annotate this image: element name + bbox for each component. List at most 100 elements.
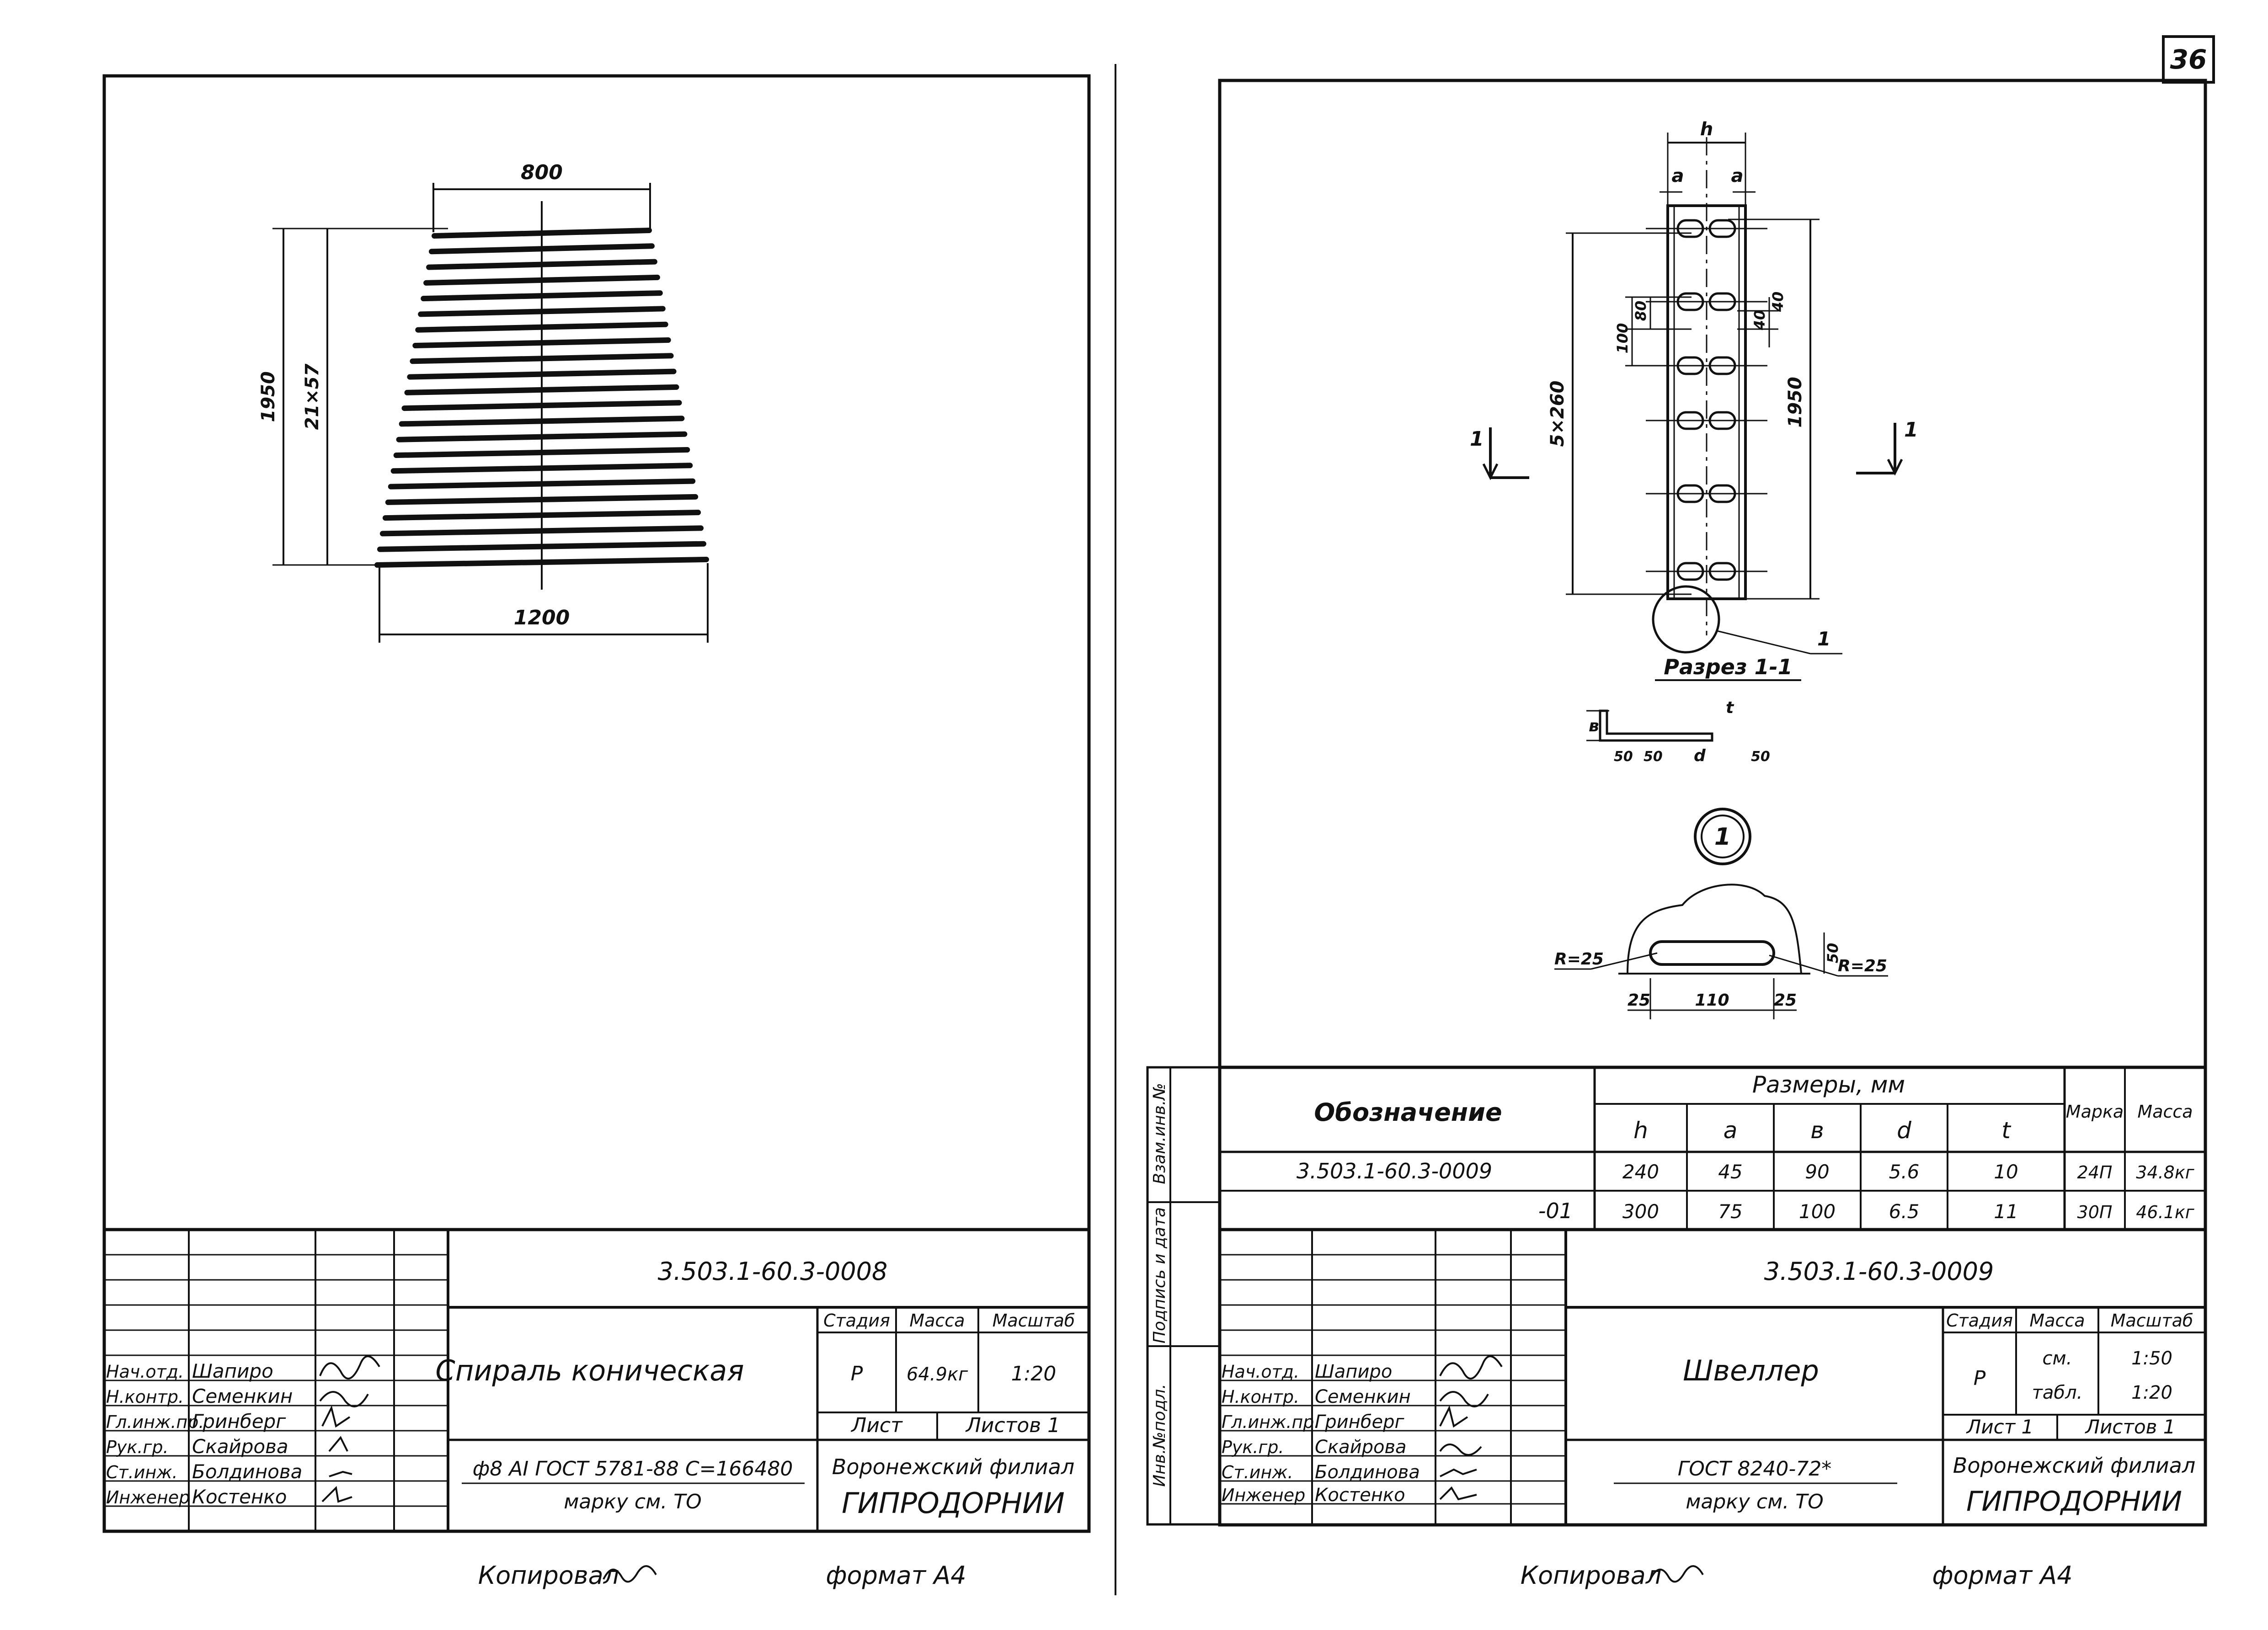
svg-text:Гринберг: Гринберг (1315, 1412, 1404, 1433)
left-header-mass: Масса (909, 1310, 965, 1331)
svg-text:Скайрова: Скайрова (192, 1435, 288, 1458)
section-dim-b: в (1589, 717, 1599, 735)
detail-callout-circle (1652, 585, 1720, 654)
detail-height: 50 (1824, 943, 1841, 964)
dim-total-1950: 1950 (1785, 377, 1806, 427)
section-title: Разрез 1-1 (1664, 655, 1792, 679)
right-designation: 3.503.1-60.3-0009 (1764, 1257, 1994, 1286)
spec-sub-h: h (1633, 1117, 1648, 1144)
left-names: Шапиро Семенкин Гринберг Скайрова Болдин… (192, 1360, 302, 1508)
svg-text:1: 1 (1904, 418, 1918, 442)
detail-marker-outer (1694, 808, 1751, 865)
right-sheet-frame (1218, 79, 2207, 1527)
right-footer-copied: Копировал (1521, 1561, 1662, 1590)
svg-text:Взам.инв.№: Взам.инв.№ (1150, 1083, 1169, 1184)
left-material-2: марку см. ТО (564, 1490, 702, 1513)
svg-text:6.5: 6.5 (1889, 1200, 1920, 1223)
left-header-stage: Стадия (823, 1310, 890, 1331)
svg-text:300: 300 (1622, 1200, 1659, 1223)
svg-text:Подпись и дата: Подпись и дата (1150, 1207, 1169, 1343)
left-stage: Р (851, 1362, 863, 1385)
svg-text:Рук.гр.: Рук.гр. (1222, 1437, 1284, 1457)
spec-sub-b: в (1810, 1117, 1824, 1144)
svg-text:Инв.№подл.: Инв.№подл. (1150, 1384, 1169, 1486)
svg-text:5.6: 5.6 (1889, 1161, 1920, 1183)
svg-text:240: 240 (1622, 1161, 1659, 1183)
right-header-mass: Масса (2029, 1310, 2085, 1331)
svg-text:Рук.гр.: Рук.гр. (106, 1437, 169, 1457)
section-dim-50c: 50 (1751, 749, 1770, 765)
svg-text:Н.контр.: Н.контр. (1222, 1387, 1299, 1407)
svg-text:75: 75 (1718, 1200, 1742, 1223)
spec-sub-t: t (2001, 1117, 2012, 1144)
right-org-2: ГИПРОДОРНИИ (1966, 1486, 2182, 1518)
left-org-1: Воронежский филиал (832, 1454, 1074, 1479)
right-sheet: h a a 5×260 1950 100 80 4 (1146, 79, 2207, 1590)
detail-w3: 25 (1774, 991, 1797, 1010)
svg-text:Болдинова: Болдинова (192, 1460, 302, 1483)
left-sheets-label: Листов 1 (965, 1414, 1060, 1437)
right-sheet-label: Лист 1 (1966, 1416, 2034, 1438)
svg-text:Гринберг: Гринберг (192, 1410, 286, 1433)
svg-text:Ст.инж.: Ст.инж. (106, 1462, 178, 1482)
svg-text:Скайрова: Скайрова (1315, 1437, 1407, 1458)
spec-header-mark: Марка (2066, 1102, 2124, 1122)
svg-text:90: 90 (1805, 1161, 1829, 1183)
channel-plan-view: h a a 5×260 1950 100 80 4 (1547, 119, 1842, 655)
svg-text:Гл.инж.пр.: Гл.инж.пр. (1222, 1412, 1319, 1432)
detail-r-left: R=25 (1554, 950, 1604, 969)
right-title-block: 3.503.1-60.3-0009 Швеллер Стадия Масса М… (1220, 1228, 2205, 1525)
left-scale: 1:20 (1011, 1362, 1057, 1385)
right-roles: Нач.отд. Н.контр. Гл.инж.пр. Рук.гр. Ст.… (1222, 1362, 1319, 1505)
svg-text:Семенкин: Семенкин (1315, 1386, 1411, 1407)
detail-callout-label: 1 (1817, 628, 1830, 650)
left-footer-format: формат А4 (826, 1561, 966, 1590)
channel-section: в t d 50 50 50 (1586, 698, 1770, 765)
svg-text:Шапиро: Шапиро (1315, 1361, 1392, 1382)
right-sheets-label: Листов 1 (2085, 1416, 2176, 1438)
detail-r-right: R=25 (1838, 957, 1887, 975)
right-stage: Р (1974, 1367, 1986, 1390)
svg-text:34.8кг: 34.8кг (2136, 1162, 2195, 1183)
left-drawing-title: Спираль коническая (435, 1354, 744, 1387)
conical-spiral-drawing: 800 1200 1950 21×57 (258, 161, 709, 643)
section-dim-50a: 50 (1614, 749, 1633, 765)
section-mark-left: 1 (1470, 427, 1529, 480)
svg-text:100: 100 (1799, 1200, 1836, 1223)
dim-pitch-5x260: 5×260 (1547, 381, 1568, 447)
svg-text:Болдинова: Болдинова (1315, 1462, 1420, 1483)
svg-text:Н.контр.: Н.контр. (106, 1387, 184, 1407)
dim-pitch: 21×57 (302, 363, 323, 430)
spec-table: Обозначение Размеры, мм Марка Масса h a … (1220, 1065, 2205, 1230)
svg-text:-01: -01 (1538, 1199, 1573, 1223)
svg-text:Инженер: Инженер (1222, 1485, 1305, 1505)
side-stamp: Инв.№подл. Подпись и дата Взам.инв.№ (1146, 1066, 1221, 1526)
right-scale-2: 1:20 (2131, 1382, 2172, 1403)
page-number: 36 (2170, 44, 2207, 75)
dim-top-width: 800 (521, 161, 563, 184)
left-roles: Нач.отд. Н.контр. Гл.инж.пр. Рук.гр. Ст.… (106, 1362, 204, 1507)
right-org-1: Воронежский филиал (1953, 1453, 2195, 1478)
left-signatures (319, 1355, 380, 1503)
spec-header-dims: Размеры, мм (1752, 1071, 1905, 1098)
svg-text:10: 10 (1994, 1161, 2018, 1183)
svg-text:Нач.отд.: Нач.отд. (1222, 1362, 1299, 1382)
right-scale-1: 1:50 (2131, 1348, 2172, 1369)
spec-header-mass: Масса (2137, 1102, 2193, 1122)
left-designation: 3.503.1-60.3-0008 (658, 1257, 888, 1286)
section-dim-d: d (1694, 746, 1706, 765)
left-mass: 64.9кг (907, 1364, 968, 1385)
svg-text:46.1кг: 46.1кг (2136, 1202, 2195, 1222)
right-signatures (1439, 1355, 1503, 1501)
detail-marker-inner (1701, 815, 1745, 858)
right-header-stage: Стадия (1946, 1310, 2013, 1331)
right-material-1: ГОСТ 8240-72* (1678, 1457, 1832, 1481)
svg-text:24П: 24П (2077, 1162, 2113, 1183)
left-sheet-frame (102, 74, 1091, 1533)
svg-text:Инженер: Инженер (106, 1487, 190, 1507)
dim-h: h (1700, 119, 1713, 140)
svg-text:Нач.отд.: Нач.отд. (106, 1362, 184, 1382)
section-dim-50b: 50 (1644, 749, 1663, 765)
dim-40-b: 40 (1751, 310, 1768, 331)
